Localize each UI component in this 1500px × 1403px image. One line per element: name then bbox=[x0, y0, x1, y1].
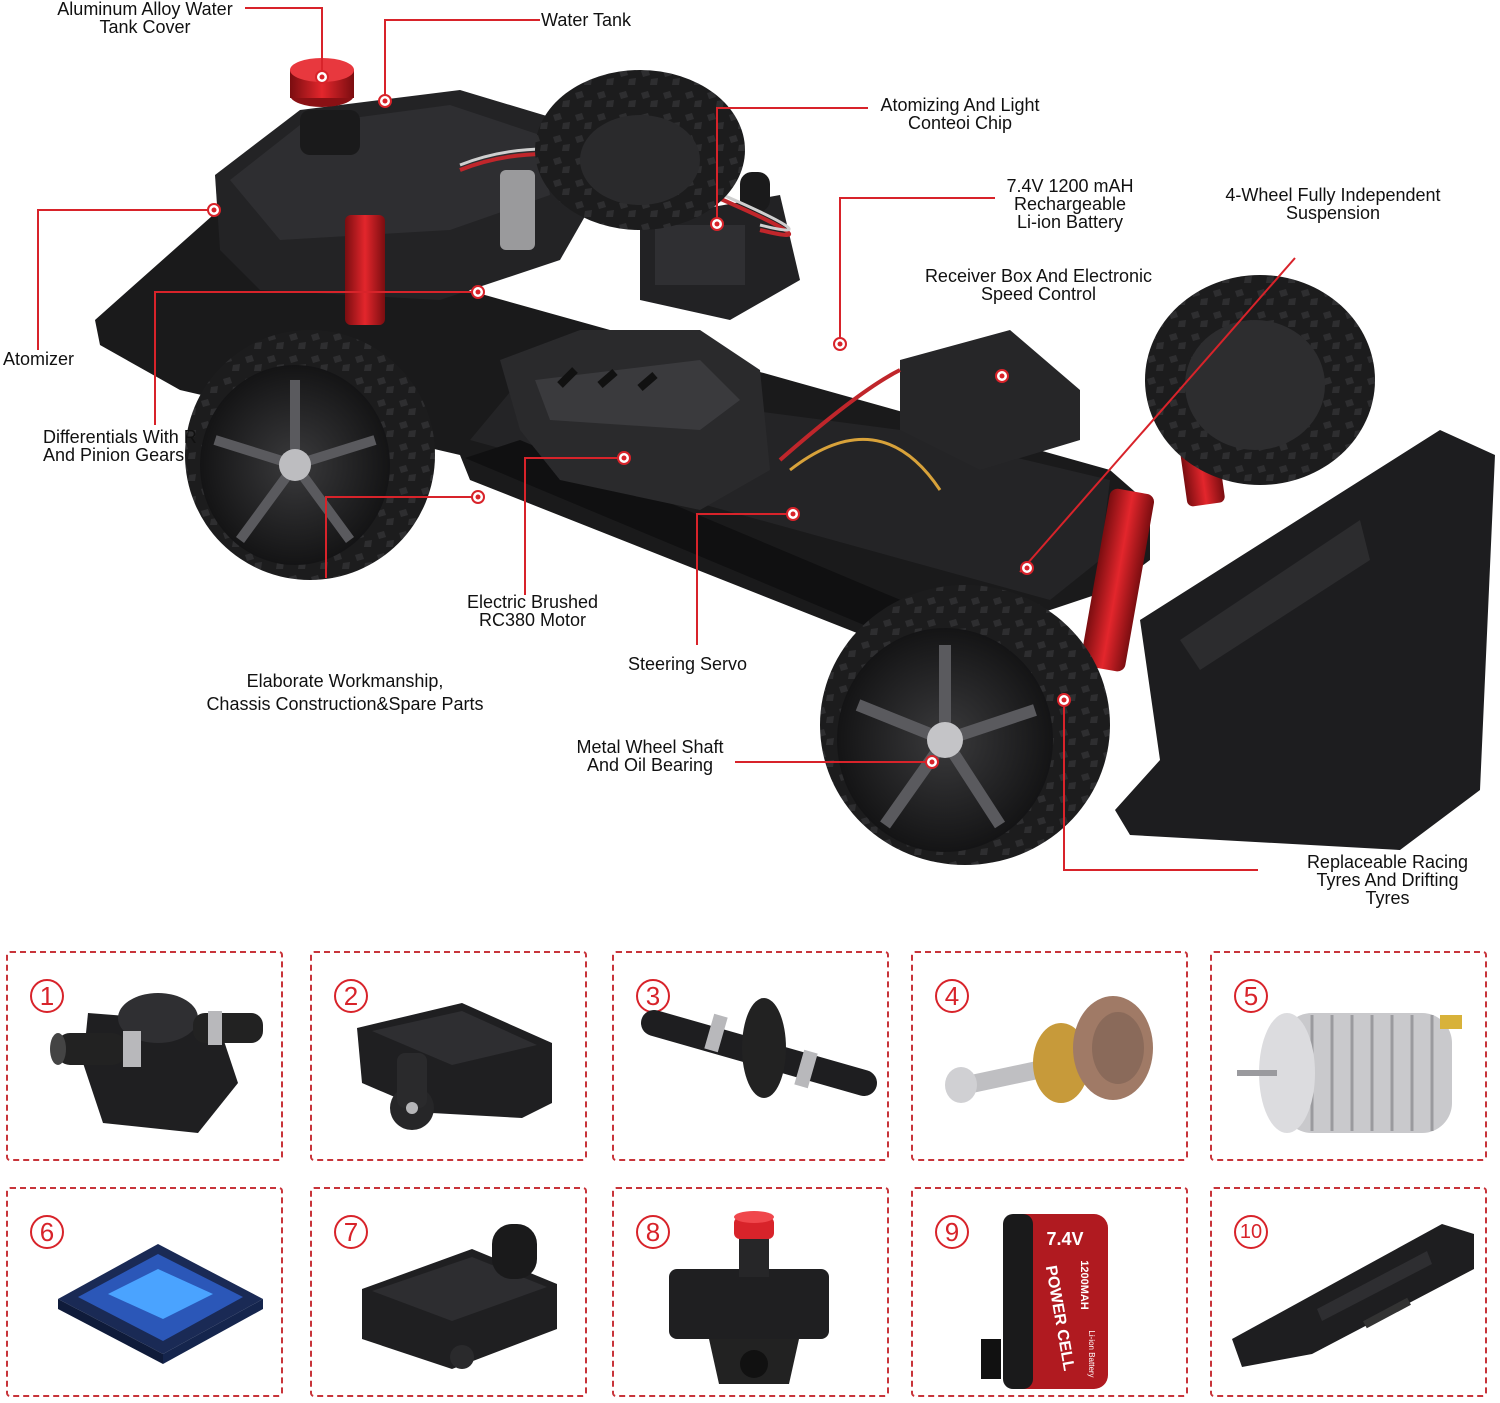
battery-voltage: 7.4V bbox=[1046, 1229, 1083, 1249]
label-line: Steering Servo bbox=[628, 654, 748, 674]
battery-capacity: 1200MAH bbox=[1078, 1260, 1090, 1310]
label-line: Speed Control bbox=[980, 284, 1097, 304]
label-atomizer: Atomizer bbox=[3, 350, 74, 368]
part-number: 2 bbox=[334, 979, 368, 1013]
wheel-rear-left bbox=[820, 585, 1110, 865]
label-line: Tyres And Drifting bbox=[1316, 870, 1459, 890]
motor-cover bbox=[500, 330, 770, 510]
rear-bumper bbox=[1115, 430, 1495, 850]
steering-servo-icon bbox=[357, 1003, 552, 1130]
label-line: Elaborate Workmanship, bbox=[246, 671, 444, 691]
label-chip: Atomizing And Light Conteoi Chip bbox=[860, 96, 1060, 132]
label-line: 7.4V 1200 mAH bbox=[1006, 176, 1134, 196]
part-cell-3: 3 bbox=[612, 951, 889, 1161]
wheel-shaft-bearing-icon bbox=[945, 996, 1153, 1103]
part-number: 4 bbox=[935, 979, 969, 1013]
label-motor: Electric Brushed RC380 Motor bbox=[445, 593, 620, 629]
part-cell-8: 8 bbox=[612, 1187, 889, 1397]
wheel-rear-right bbox=[1145, 275, 1375, 485]
label-line: Atomizing And Light bbox=[880, 95, 1040, 115]
label-line: Electric Brushed bbox=[466, 592, 599, 612]
label-tyres: Replaceable Racing Tyres And Drifting Ty… bbox=[1290, 853, 1485, 907]
part-cell-4: 4 bbox=[911, 951, 1188, 1161]
label-line: Differentials With R bbox=[43, 427, 197, 447]
control-chip-icon bbox=[58, 1244, 263, 1364]
battery-icon: 7.4V 1200MAH POWER CELL Li-ion Battery bbox=[981, 1214, 1108, 1389]
part-cell-1: 1 bbox=[6, 951, 283, 1161]
label-water-tank: Water Tank bbox=[541, 11, 631, 29]
label-line: Metal Wheel Shaft bbox=[576, 737, 724, 757]
label-line: Tyres bbox=[1365, 888, 1410, 908]
part-number: 10 bbox=[1234, 1215, 1268, 1249]
wheel-front-right bbox=[535, 70, 745, 230]
label-line: Water Tank bbox=[541, 10, 632, 30]
label-line: Conteoi Chip bbox=[907, 113, 1013, 133]
battery-type: Li-ion Battery bbox=[1087, 1330, 1096, 1377]
label-tank-cover: Aluminum Alloy Water Tank Cover bbox=[45, 0, 245, 36]
receiver-box bbox=[900, 330, 1080, 470]
label-wheel-shaft: Metal Wheel Shaft And Oil Bearing bbox=[560, 738, 740, 774]
label-line: Receiver Box And Electronic bbox=[924, 266, 1153, 286]
label-line: And Oil Bearing bbox=[586, 755, 714, 775]
label-line: Atomizer bbox=[3, 349, 75, 369]
label-battery: 7.4V 1200 mAH Rechargeable Li-ion Batter… bbox=[985, 177, 1155, 231]
label-line: RC380 Motor bbox=[478, 610, 587, 630]
chassis-illustration bbox=[37, 7, 1495, 871]
label-line: Replaceable Racing bbox=[1306, 852, 1469, 872]
differential-gearbox-icon bbox=[50, 993, 263, 1133]
label-line: Chassis Construction&Spare Parts bbox=[206, 694, 484, 714]
part-cell-7: 7 bbox=[310, 1187, 587, 1397]
part-cell-9: 9 7.4V 1200MAH POWER CELL Li-ion Battery bbox=[911, 1187, 1188, 1397]
leader-lines bbox=[37, 7, 1296, 871]
part-number: 1 bbox=[30, 979, 64, 1013]
label-receiver: Receiver Box And Electronic Speed Contro… bbox=[906, 267, 1171, 303]
label-line: And Pinion Gears bbox=[43, 445, 185, 465]
label-line: Tank Cover bbox=[99, 17, 191, 37]
drive-shaft-icon bbox=[641, 998, 877, 1098]
callout-dots bbox=[207, 70, 1071, 769]
label-workmanship: Elaborate Workmanship, Chassis Construct… bbox=[185, 670, 505, 716]
label-line: Rechargeable bbox=[1013, 194, 1127, 214]
label-suspension: 4-Wheel Fully Independent Suspension bbox=[1208, 186, 1458, 222]
part-cell-2: 2 bbox=[310, 951, 587, 1161]
part-number: 9 bbox=[935, 1215, 969, 1249]
rear-bumper-icon bbox=[1232, 1224, 1474, 1367]
label-line: Aluminum Alloy Water bbox=[57, 0, 233, 19]
water-tank-icon bbox=[669, 1211, 829, 1384]
part-cell-10: 10 bbox=[1210, 1187, 1487, 1397]
brushed-motor-icon bbox=[1237, 1013, 1462, 1133]
label-differentials: Differentials With R And Pinion Gears bbox=[43, 428, 197, 464]
part-number: 7 bbox=[334, 1215, 368, 1249]
label-line: Suspension bbox=[1285, 203, 1381, 223]
part-number: 5 bbox=[1234, 979, 1268, 1013]
part-cell-5: 5 bbox=[1210, 951, 1487, 1161]
part-cell-6: 6 bbox=[6, 1187, 283, 1397]
label-steering: Steering Servo bbox=[628, 655, 747, 673]
label-line: 4-Wheel Fully Independent bbox=[1225, 185, 1441, 205]
label-line: Li-ion Battery bbox=[1016, 212, 1124, 232]
receiver-box-icon bbox=[362, 1224, 557, 1369]
wheel-front-left bbox=[185, 330, 435, 580]
part-number: 6 bbox=[30, 1215, 64, 1249]
part-number: 8 bbox=[636, 1215, 670, 1249]
